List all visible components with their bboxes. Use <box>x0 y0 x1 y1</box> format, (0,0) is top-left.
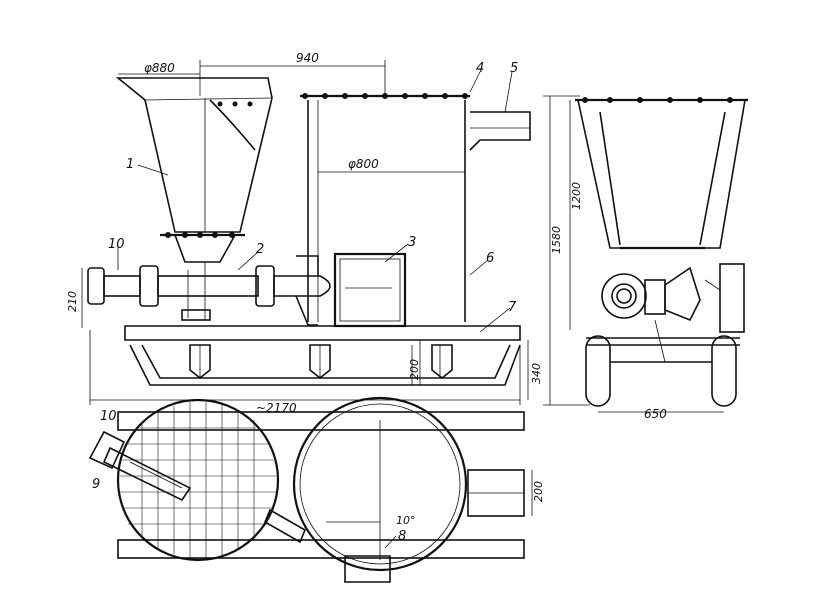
dim-pipe-height: 210 <box>66 291 79 312</box>
support-frame <box>124 325 521 386</box>
callout-1: 1 <box>126 157 134 172</box>
callout-5: 5 <box>510 61 518 76</box>
callout-8: 8 <box>398 529 406 544</box>
callout-4: 4 <box>476 61 484 76</box>
dim-frame-340: 340 <box>530 363 543 384</box>
dim-frame-200: 200 <box>408 359 421 380</box>
plan-view: 200 <box>88 396 545 583</box>
dim-base-width: 650 <box>644 407 667 421</box>
callout-7: 7 <box>508 300 517 315</box>
dim-total-height: 1580 <box>550 226 563 254</box>
tank-plan <box>292 396 468 572</box>
dim-total-length: ~2170 <box>256 401 297 415</box>
end-leg-right <box>711 335 737 407</box>
dimension-lines <box>81 60 529 405</box>
end-leg-left <box>585 335 611 407</box>
plan-rail-bottom <box>117 539 525 559</box>
dim-tank-dia: φ800 <box>348 157 379 171</box>
callout-10-side: 10 <box>108 237 125 252</box>
feed-hopper <box>115 77 273 263</box>
grate-bars <box>120 402 276 558</box>
dim-top-width: 940 <box>296 51 319 65</box>
side-elevation: 1 2 3 4 5 6 7 10 φ880 940 φ800 210 200 3… <box>66 51 543 415</box>
callout-9: 9 <box>92 477 100 492</box>
dim-hopper-height: 1200 <box>570 182 583 210</box>
screw-conveyor <box>87 255 331 326</box>
dim-plan-outlet: 200 <box>532 481 545 502</box>
hopper-grate <box>116 398 280 562</box>
dim-hopper-dia: φ880 <box>144 61 175 75</box>
end-flange <box>601 273 647 319</box>
mixing-tank <box>300 93 531 328</box>
end-elevation: 1200 1580 650 <box>543 95 748 421</box>
dim-angle: 10° <box>396 514 416 527</box>
callout-2: 2 <box>256 242 264 257</box>
callout-3: 3 <box>408 235 416 250</box>
inspection-hatch <box>333 252 407 328</box>
callout-10-plan: 10 <box>100 409 117 424</box>
callout-6: 6 <box>486 251 494 266</box>
